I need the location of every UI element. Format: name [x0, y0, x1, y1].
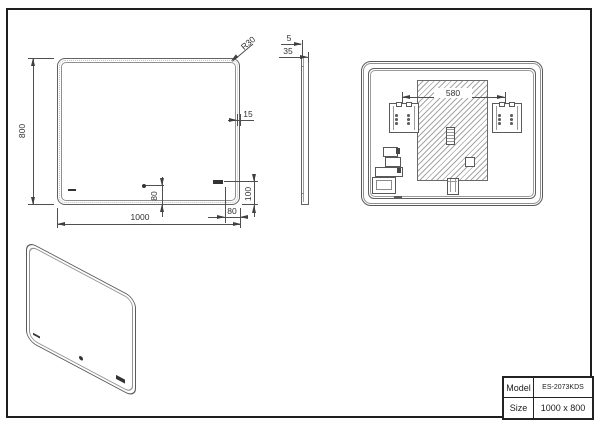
- bracket-notch: [406, 102, 412, 107]
- dim-15-ext-2: [240, 114, 241, 126]
- dim-1000-arrow-right: [233, 221, 241, 226]
- dim-35-arrow: [300, 54, 308, 59]
- model-value: ES-2073KDS: [534, 378, 592, 398]
- dim-80s-arrow-top: [159, 178, 164, 186]
- dim-15-label: 15: [243, 109, 253, 119]
- dim-5-arrow: [294, 41, 302, 46]
- driver-box-3-connector: [397, 168, 401, 173]
- bracket-line: [496, 106, 497, 130]
- side-profile-inner-line: [303, 58, 304, 202]
- dim-1000-ext-left: [57, 208, 58, 228]
- dim-800-line: [33, 58, 34, 205]
- clock-display-mark-persp: [33, 332, 40, 339]
- driver-box-3: [375, 167, 403, 177]
- bracket-line: [393, 106, 394, 130]
- dim-5-line: [281, 44, 301, 45]
- bracket-line: [517, 106, 518, 130]
- dim-1000-arrow-left: [57, 221, 65, 226]
- dim-800-ext-bottom: [28, 204, 54, 205]
- dim-80p-arrow-left: [217, 214, 225, 219]
- dim-80p-arrow-right: [240, 214, 248, 219]
- mounting-bracket-right: [492, 102, 522, 133]
- dim-80s-line: [162, 177, 163, 217]
- dim-100-arrow-top: [251, 174, 256, 182]
- sheet-border: [6, 8, 592, 418]
- defog-pad-mark-persp: [116, 374, 125, 384]
- touch-sensor-dot-persp: [79, 355, 83, 362]
- title-block: Model ES-2073KDS Size 1000 x 800: [502, 376, 594, 420]
- mirror-front-outline: [57, 58, 240, 205]
- dim-100-arrow-bottom: [251, 205, 256, 213]
- size-label: Size: [504, 398, 534, 418]
- cable-exit-mark: [394, 196, 402, 198]
- dim-100-line: [254, 177, 255, 217]
- cable-fitting-line-top: [448, 181, 457, 182]
- bracket-notch: [509, 102, 515, 107]
- size-value: 1000 x 800: [540, 403, 586, 413]
- model-label: Model: [504, 378, 534, 398]
- dim-800-arrow-top: [30, 58, 35, 66]
- dim-80s-arrow-bottom: [159, 204, 164, 212]
- dim-580-label: 580: [434, 88, 472, 98]
- dim-100-label: 100: [243, 186, 253, 202]
- dim-5-label: 5: [286, 33, 292, 43]
- dim-15-line: [228, 120, 254, 121]
- sensor-window: [465, 157, 475, 167]
- dim-580-ext-left: [402, 92, 403, 106]
- side-profile-notch-top: [302, 66, 304, 67]
- dim-80p-label: 80: [227, 206, 237, 216]
- dim-35-ext: [308, 52, 309, 62]
- side-profile-notch-bottom: [302, 193, 304, 194]
- defog-pad-mark: [213, 180, 223, 184]
- dim-35-line: [279, 57, 301, 58]
- dim-100-ext-bottom: [242, 204, 258, 205]
- back-inner-frame: [368, 68, 536, 199]
- product-label: [446, 127, 455, 145]
- dim-1000-line: [57, 224, 241, 225]
- cable-fitting-line: [450, 179, 451, 192]
- dim-15-ext-1: [237, 114, 238, 126]
- dim-580-ext-right: [505, 92, 506, 106]
- dim-80s-ext: [146, 185, 164, 186]
- dim-5-ext: [302, 40, 303, 56]
- junction-box-inner: [376, 180, 392, 190]
- cable-fitting-line: [455, 179, 456, 192]
- driver-box-2: [385, 157, 401, 167]
- touch-sensor-dot: [142, 184, 146, 188]
- dim-800-label: 800: [17, 123, 27, 139]
- dim-580-arrow-left: [402, 94, 410, 99]
- dim-35-label: 35: [283, 46, 293, 56]
- dim-80p-line: [208, 217, 244, 218]
- driver-box-1-connector: [396, 148, 400, 154]
- dim-800-ext-top: [28, 58, 54, 59]
- dim-800-arrow-bottom: [30, 197, 35, 205]
- dim-80p-ext: [225, 187, 226, 223]
- dim-100-ext-top: [224, 181, 258, 182]
- bracket-notch: [396, 102, 402, 107]
- bracket-line: [414, 106, 415, 130]
- bracket-notch: [499, 102, 505, 107]
- dim-580-arrow-right: [497, 94, 505, 99]
- dim-80s-label: 80: [149, 191, 159, 201]
- dim-1000-label: 1000: [130, 212, 150, 222]
- clock-display-mark: [68, 189, 76, 191]
- dim-15-arrow: [229, 117, 237, 122]
- mounting-bracket-left: [389, 102, 419, 133]
